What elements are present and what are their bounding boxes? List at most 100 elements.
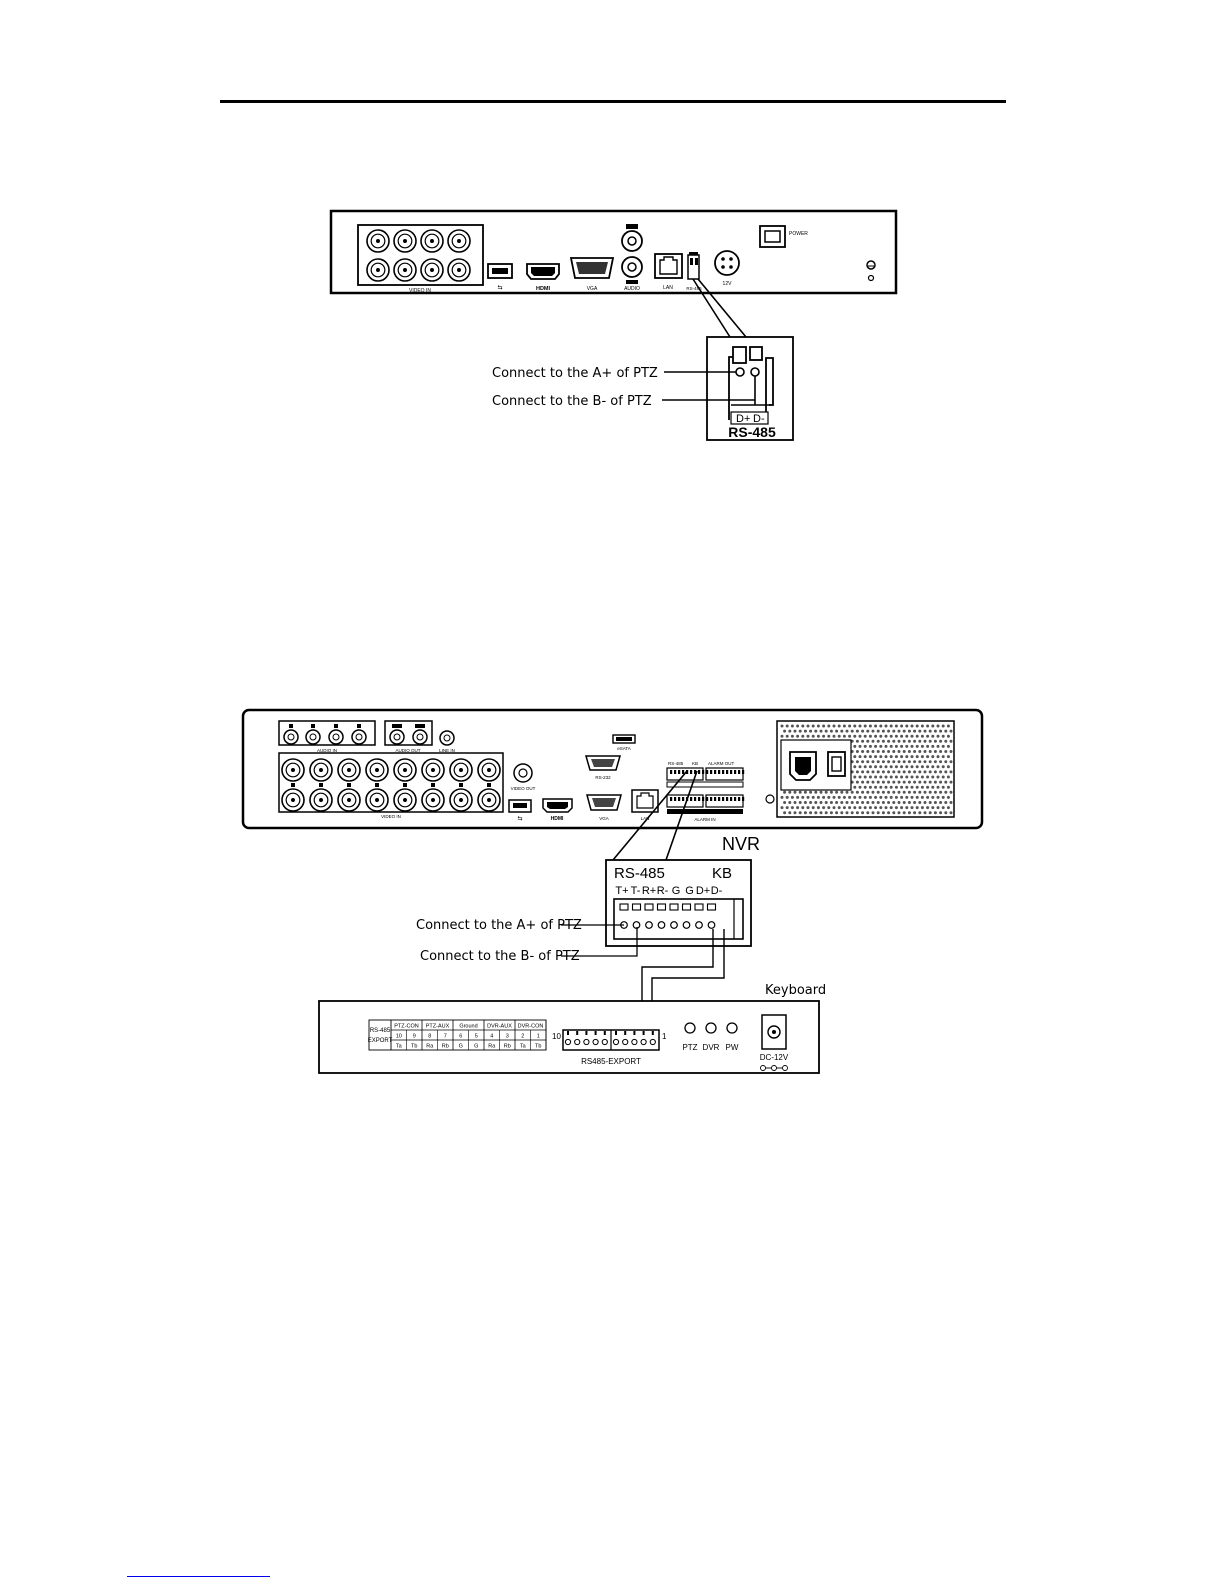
terminal-screw (631, 1038, 638, 1046)
hdmi-port: HDMI (542, 798, 573, 822)
terminal-screw (707, 921, 716, 929)
table-cell: G (459, 1044, 463, 1050)
terminal-left-num: 10 (552, 1032, 561, 1041)
vga-label: VGA (587, 286, 598, 292)
rs485-zoom-title: RS-485 (728, 424, 776, 440)
table-group-header: PTZ-AUX (426, 1024, 450, 1030)
table-cell: 7 (444, 1034, 447, 1040)
esata-port: eSATA (612, 734, 636, 751)
video-out-port: VIDEO OUT (511, 763, 536, 791)
table-cell: 6 (459, 1034, 462, 1040)
terminal-slot (669, 903, 679, 911)
lan-port: LAN (631, 789, 659, 821)
video-out-label: VIDEO OUT (511, 786, 536, 791)
usb-port: ⇆ (487, 263, 513, 291)
dc-12v-port: 12V (714, 250, 740, 287)
terminal-screw (564, 1038, 572, 1046)
led-label-pw: PW (726, 1043, 739, 1052)
hdmi-label: HDMI (536, 286, 551, 292)
table-group-header: DVR-CON (518, 1024, 544, 1030)
video-in-label: VIDEO IN (381, 814, 401, 819)
zoom-pin-label: G (672, 885, 681, 897)
table-cell: 2 (521, 1034, 524, 1040)
usb-icon: ⇆ (497, 284, 502, 291)
lan-label: LAN (663, 285, 673, 291)
zoom-pin-label: T- (631, 885, 641, 897)
terminal-slot (631, 903, 642, 911)
rs485-zoom-detail: D+ D- RS-485 (706, 336, 794, 441)
table-cell: Ra (488, 1044, 496, 1050)
usb-port: ⇆ (508, 799, 532, 822)
table-cell: 3 (506, 1034, 509, 1040)
terminal-right-num: 1 (662, 1032, 667, 1041)
callout-a-plus: Connect to the A+ of PTZ (416, 918, 582, 933)
polarity-icon (760, 1065, 788, 1071)
terminal-screw (592, 1038, 599, 1046)
usb-icon: ⇆ (517, 815, 522, 822)
rs232-port: RS-232 (585, 755, 621, 780)
table-cell: Rb (442, 1044, 449, 1050)
rs485-port-label: RS-485 (668, 761, 684, 766)
rs485-small-label: RS-485 (686, 286, 702, 291)
terminal-slot (619, 903, 629, 911)
vga-port: VGA (586, 794, 622, 821)
zoom-pin-label: D- (711, 885, 723, 897)
table-cell: 10 (396, 1034, 402, 1040)
power-switch: POWER (759, 225, 808, 248)
terminal-screw (574, 1038, 581, 1046)
ground-icon (765, 794, 775, 804)
table-group-header: DVR-AUX (487, 1024, 512, 1030)
audio-out-ports: AUDIO OUT (384, 720, 433, 753)
dvr-led (705, 1022, 717, 1034)
terminal-screw (601, 1038, 608, 1046)
table-cell: Tb (411, 1044, 417, 1050)
zoom-pin-label: D+ (696, 885, 710, 897)
terminal-screw (670, 921, 678, 929)
esata-label: eSATA (617, 746, 631, 751)
terminal-screw (640, 1038, 647, 1046)
terminal-slot (644, 903, 654, 911)
terminal-slot (656, 903, 667, 911)
audio-out-label: AUDIO OUT (395, 748, 420, 753)
alarm-out-label: ALARM OUT (708, 761, 735, 766)
terminal-screw (645, 921, 653, 929)
power-supply-vent (765, 720, 955, 818)
figure2-nvr-rear-panel: AUDIO IN AUDIO OUT LINE IN VIDEO IN (241, 708, 984, 1074)
led-label-dvr: DVR (703, 1043, 720, 1052)
video-in-bnc-block: VIDEO IN (357, 224, 484, 294)
terminal-screw (682, 921, 691, 929)
audio-in-label: AUDIO IN (317, 748, 337, 753)
power-label: POWER (789, 231, 808, 237)
pin-d-plus: D+ (736, 413, 750, 425)
table-group-header: PTZ-CON (394, 1024, 418, 1030)
zoom-pin-label: G (685, 885, 694, 897)
table-cell: Ra (426, 1044, 434, 1050)
audio-rca-ports: AUDIO (621, 224, 643, 292)
kb-zoom-title: KB (712, 865, 732, 882)
table-cell: 1 (537, 1034, 540, 1040)
callout-b-minus: Connect to the B- of PTZ (492, 394, 652, 409)
vga-label: VGA (599, 816, 609, 821)
video-in-label: VIDEO IN (409, 288, 431, 294)
dc-label: DC-12V (760, 1053, 789, 1062)
rs232-label: RS-232 (595, 775, 611, 780)
table-cell: Ta (520, 1044, 527, 1050)
terminal-slot (681, 903, 692, 911)
dc-jack (761, 1014, 787, 1050)
callout-a-plus: Connect to the A+ of PTZ (492, 366, 658, 381)
table-cell: Ta (396, 1044, 403, 1050)
power-12v-label: 12V (723, 281, 733, 287)
terminal-slot (706, 903, 717, 911)
terminal-screw (612, 1038, 620, 1046)
terminal-screw (583, 1038, 590, 1046)
terminal-screw (657, 921, 666, 929)
terminal-slot (694, 903, 704, 911)
table-cell: 4 (490, 1034, 493, 1040)
hdmi-port: HDMI (526, 263, 560, 292)
ptz-led (684, 1022, 696, 1034)
audio-in-ports: AUDIO IN (278, 720, 376, 753)
terminal-screw (622, 1038, 629, 1046)
table-group-header: Ground (459, 1024, 477, 1030)
